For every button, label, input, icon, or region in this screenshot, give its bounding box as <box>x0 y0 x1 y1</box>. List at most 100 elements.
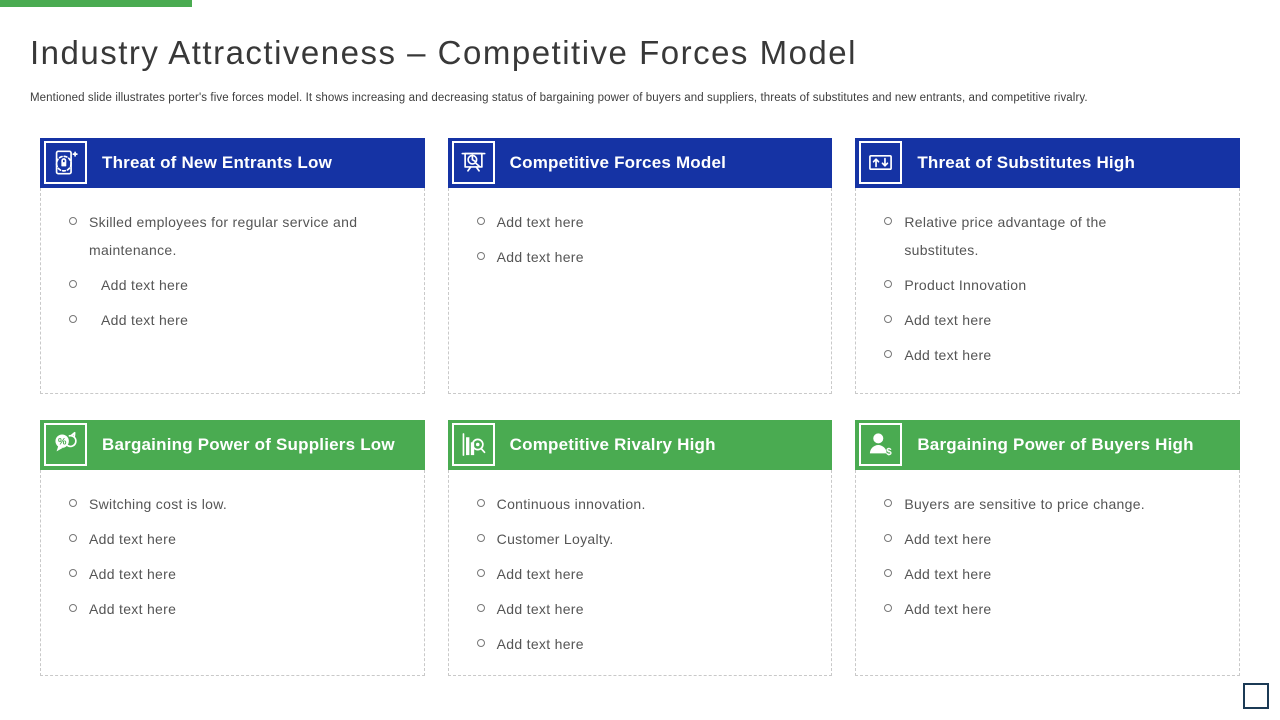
force-card-1: Threat of New Entrants Low Skilled emplo… <box>40 138 425 394</box>
card-title: Threat of New Entrants Low <box>102 153 332 172</box>
bullet-text: Product Innovation <box>904 277 1027 293</box>
bullet-item[interactable]: Product Innovation <box>884 271 1179 299</box>
bullet-text: Add text here <box>904 566 992 582</box>
bullet-text: Buyers are sensitive to price change. <box>904 496 1145 512</box>
bullet-marker <box>69 604 77 612</box>
bullet-text: Add text here <box>904 531 992 547</box>
bullet-marker <box>69 280 77 288</box>
card-title: Competitive Rivalry High <box>509 435 716 454</box>
card-body: Relative price advantage of the substitu… <box>855 188 1240 394</box>
bullet-item[interactable]: Add text here <box>69 271 364 299</box>
bullet-item[interactable]: Add text here <box>476 595 772 623</box>
bullet-list: Continuous innovation. Customer Loyalty. A… <box>476 490 772 658</box>
bullet-item[interactable]: Continuous innovation. <box>476 490 772 518</box>
bullet-text: Add text here <box>89 601 177 617</box>
bullet-marker <box>476 534 485 542</box>
bullet-text: Add text here <box>496 601 584 617</box>
svg-text:$: $ <box>886 447 892 458</box>
svg-text:%: % <box>58 437 67 448</box>
bullet-list: Relative price advantage of the substitu… <box>884 208 1179 369</box>
bullet-marker <box>884 217 893 225</box>
bullet-text: Add text here <box>496 249 584 265</box>
bullet-text: Add text here <box>89 566 177 582</box>
bullet-marker <box>884 569 893 577</box>
bullet-item[interactable]: Add text here <box>476 630 772 658</box>
card-body: Buyers are sensitive to price change. Add… <box>855 470 1240 676</box>
bullet-marker <box>476 252 485 260</box>
bullet-item[interactable]: Customer Loyalty. <box>476 525 772 553</box>
bullet-item[interactable]: Add text here <box>476 208 772 236</box>
bullet-marker <box>884 315 893 323</box>
buyer-dollar-icon: $ <box>859 423 903 466</box>
bullet-text: Add text here <box>89 531 177 547</box>
bullet-item[interactable]: Add text here <box>476 243 772 271</box>
card-title: Competitive Forces Model <box>509 153 727 172</box>
card-header: Threat of Substitutes High <box>855 138 1240 188</box>
bullet-marker <box>69 569 77 577</box>
negotiation-chat-icon: % <box>44 423 87 466</box>
bullet-item[interactable]: Skilled employees for regular service an… <box>69 208 364 264</box>
card-header: $ Bargaining Power of Buyers High <box>855 420 1240 470</box>
bullet-text: Add text here <box>904 347 992 363</box>
bullet-text: Add text here <box>496 214 584 230</box>
bullet-marker <box>476 604 485 612</box>
bullet-text: Add text here <box>101 277 189 293</box>
bullet-text: Continuous innovation. <box>496 496 646 512</box>
bullet-marker <box>69 499 77 507</box>
force-card-4: % Bargaining Power of Suppliers Low Swit… <box>40 420 425 676</box>
corner-placeholder-box <box>1243 683 1269 709</box>
force-card-5: Competitive Rivalry High Continuous inno… <box>447 420 833 676</box>
bullet-item[interactable]: Add text here <box>69 595 364 623</box>
bullet-item[interactable]: Add text here <box>476 560 772 588</box>
bullet-marker <box>884 499 893 507</box>
bullet-text: Relative price advantage of the substitu… <box>904 214 1107 258</box>
bullet-marker <box>476 217 485 225</box>
force-card-3: Threat of Substitutes High Relative pric… <box>855 138 1240 394</box>
bullet-text: Customer Loyalty. <box>496 531 614 547</box>
bullet-item[interactable]: Add text here <box>69 525 364 553</box>
cards-grid: Threat of New Entrants Low Skilled emplo… <box>40 138 1240 676</box>
bullet-item[interactable]: Add text here <box>69 560 364 588</box>
card-header: % Bargaining Power of Suppliers Low <box>40 420 425 470</box>
bullet-item[interactable]: Add text here <box>884 341 1179 369</box>
presentation-analysis-icon <box>451 141 495 184</box>
card-title: Bargaining Power of Suppliers Low <box>102 435 395 454</box>
page-title: Industry Attractiveness – Competitive Fo… <box>30 34 857 71</box>
bullet-item[interactable]: Add text here <box>69 306 364 334</box>
bullet-list: Skilled employees for regular service an… <box>69 208 364 334</box>
accent-bar <box>0 0 192 7</box>
force-card-6: $ Bargaining Power of Buyers High Buyers… <box>855 420 1240 676</box>
bullet-marker <box>884 280 893 288</box>
card-body: Skilled employees for regular service an… <box>40 188 425 394</box>
clipboard-lock-icon <box>44 141 87 184</box>
bullet-marker <box>884 350 893 358</box>
bullet-text: Add text here <box>496 566 584 582</box>
bullet-item[interactable]: Add text here <box>884 306 1179 334</box>
bullet-text: Add text here <box>904 312 992 328</box>
up-down-arrows-icon <box>859 141 903 184</box>
bullet-marker <box>69 534 77 542</box>
card-title: Threat of Substitutes High <box>917 153 1136 172</box>
bullet-marker <box>69 315 77 323</box>
bullet-text: Add text here <box>496 636 584 652</box>
bullet-marker <box>69 217 77 225</box>
card-body: Continuous innovation. Customer Loyalty. A… <box>447 470 833 676</box>
bullet-item[interactable]: Buyers are sensitive to price change. <box>884 490 1179 518</box>
card-title: Bargaining Power of Buyers High <box>917 435 1194 454</box>
bullet-text: Add text here <box>904 601 992 617</box>
bullet-marker <box>476 639 485 647</box>
page-subtitle: Mentioned slide illustrates porter's fiv… <box>30 92 1088 104</box>
card-header: Competitive Rivalry High <box>447 420 833 470</box>
bullet-item[interactable]: Relative price advantage of the substitu… <box>884 208 1179 264</box>
bullet-marker <box>884 604 893 612</box>
bullet-item[interactable]: Add text here <box>884 560 1179 588</box>
bullet-item[interactable]: Add text here <box>884 525 1179 553</box>
card-header: Competitive Forces Model <box>447 138 833 188</box>
bullet-item[interactable]: Add text here <box>884 595 1179 623</box>
bullet-item[interactable]: Switching cost is low. <box>69 490 364 518</box>
bullet-list: Buyers are sensitive to price change. Add… <box>884 490 1179 623</box>
card-header: Threat of New Entrants Low <box>40 138 425 188</box>
